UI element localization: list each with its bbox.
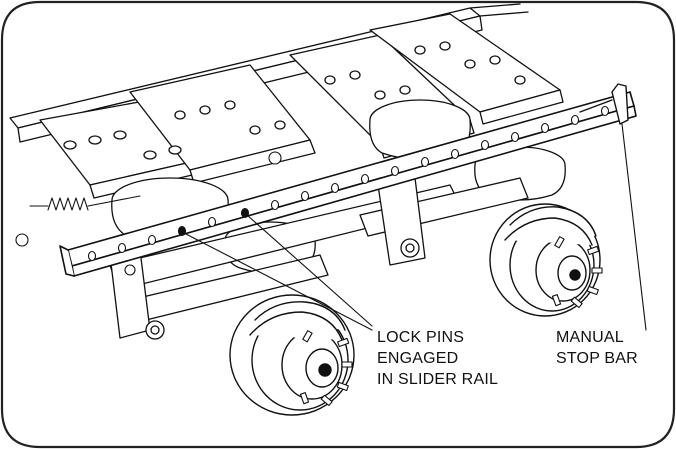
lock-pins: [178, 208, 249, 236]
callout-stop-bar-line-2: STOP BAR: [556, 350, 638, 367]
cross-member-holes: [63, 41, 526, 160]
left-hub-drum: [229, 294, 355, 416]
callout-stop-bar-line-1: MANUAL: [556, 329, 624, 346]
callout-lock-pins-line-2: ENGAGED: [377, 350, 459, 367]
leader-lines: [183, 123, 647, 331]
bolts: [15, 151, 282, 276]
right-hub-studs: [551, 236, 603, 309]
release-spring: [29, 195, 141, 211]
front-rail-holes: [87, 105, 610, 262]
callout-lock-pins: LOCK PINS ENGAGED IN SLIDER RAIL: [377, 327, 498, 390]
left-hub-studs: [299, 330, 353, 407]
callout-lock-pins-line-3: IN SLIDER RAIL: [377, 371, 499, 388]
callout-lock-pins-line-1: LOCK PINS: [377, 329, 465, 346]
callout-manual-stop-bar: MANUAL STOP BAR: [556, 327, 638, 369]
manual-stop-bar: [579, 83, 629, 125]
cross-members: [39, 13, 564, 199]
right-hub-drum: [489, 203, 601, 317]
